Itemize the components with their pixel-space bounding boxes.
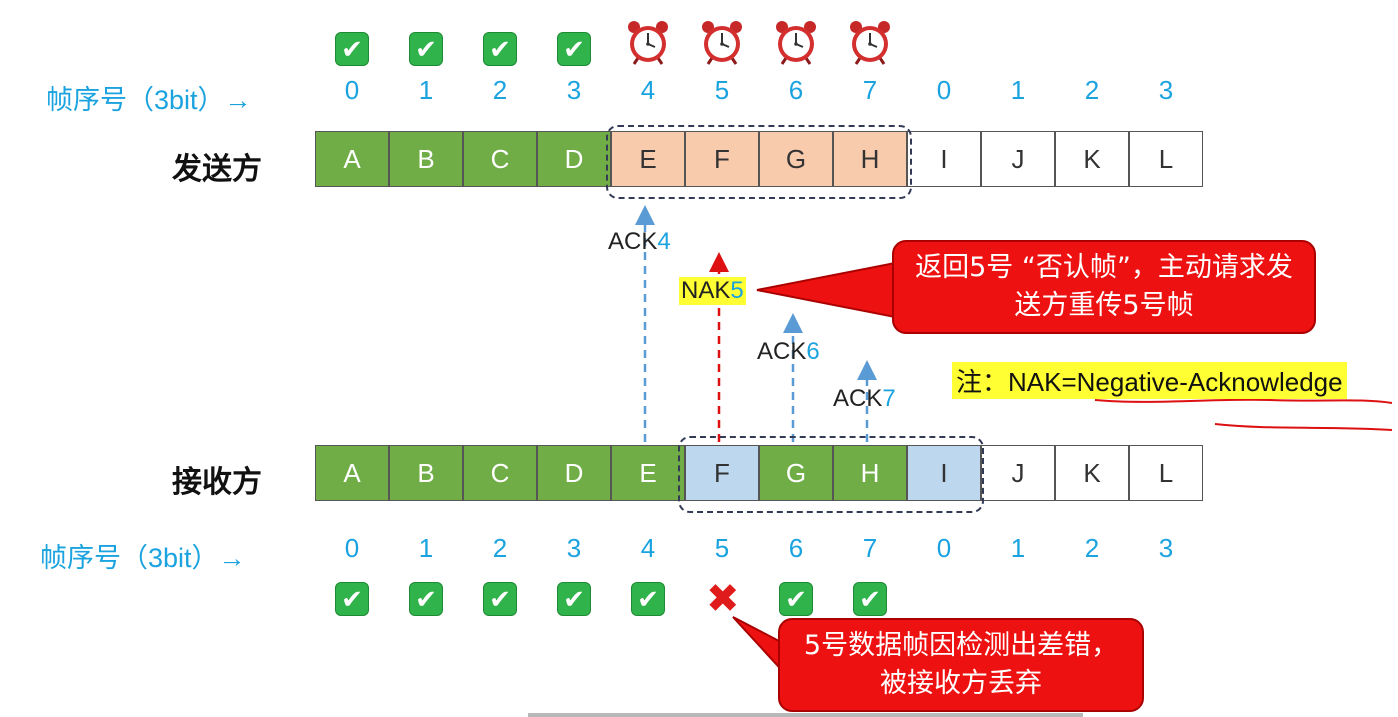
frame-cell: K xyxy=(1055,445,1129,501)
frame-cell: E xyxy=(611,131,685,187)
underline-stroke xyxy=(1094,398,1393,404)
frame-cell: L xyxy=(1129,445,1203,501)
seq-number: 7 xyxy=(862,75,878,105)
nak5-label: NAK5 xyxy=(679,277,746,305)
cross-icon: ✖ xyxy=(706,576,740,622)
frame-cell: C xyxy=(463,131,537,187)
sender-window xyxy=(606,125,912,199)
seq-number: 3 xyxy=(566,533,582,563)
seq-number: 0 xyxy=(936,75,952,105)
frame-cell: G xyxy=(759,131,833,187)
frame-cell: D xyxy=(537,445,611,501)
frame-cell: C xyxy=(463,445,537,501)
frame-cell: E xyxy=(611,445,685,501)
seq-number: 3 xyxy=(1158,75,1174,105)
frame-cell: I xyxy=(907,445,981,501)
seq-number: 4 xyxy=(640,533,656,563)
frame-cell: J xyxy=(981,131,1055,187)
seq-number: 1 xyxy=(1010,533,1026,563)
seq-number: 0 xyxy=(344,75,360,105)
alarm-clock-icon xyxy=(624,18,672,71)
nak-definition-note: 注：NAK=Negative-Acknowledge xyxy=(952,362,1347,399)
alarm-clock-icon xyxy=(772,18,820,71)
check-icon: ✔ xyxy=(335,582,369,616)
seq-number: 2 xyxy=(492,533,508,563)
seq-number: 0 xyxy=(936,533,952,563)
frame-cell: B xyxy=(389,131,463,187)
frame-cell: G xyxy=(759,445,833,501)
seq-number: 5 xyxy=(714,533,730,563)
sender-label: 发送方 xyxy=(172,152,262,187)
frame-cell: I xyxy=(907,131,981,187)
ack7-label: ACK7 xyxy=(833,385,896,412)
frame-cell: H xyxy=(833,131,907,187)
seq-number: 5 xyxy=(714,75,730,105)
seq-number: 1 xyxy=(418,75,434,105)
alarm-clock-icon xyxy=(846,18,894,71)
check-icon: ✔ xyxy=(853,582,887,616)
seq-number: 3 xyxy=(1158,533,1174,563)
ack6-label: ACK6 xyxy=(757,338,820,365)
check-icon: ✔ xyxy=(483,582,517,616)
frame-cell: A xyxy=(315,445,389,501)
frame-cell: F xyxy=(685,131,759,187)
progress-bar[interactable] xyxy=(528,713,1083,717)
frame-cell: K xyxy=(1055,131,1129,187)
frame-cell: L xyxy=(1129,131,1203,187)
check-icon: ✔ xyxy=(557,32,591,66)
ack4-label: ACK4 xyxy=(608,228,671,255)
seq-number: 1 xyxy=(418,533,434,563)
frame-cell: F xyxy=(685,445,759,501)
check-icon: ✔ xyxy=(409,582,443,616)
sender-seq-label: 帧序号（3bit）→ xyxy=(46,85,252,115)
check-icon: ✔ xyxy=(335,32,369,66)
seq-number: 6 xyxy=(788,75,804,105)
check-icon: ✔ xyxy=(483,32,517,66)
seq-number: 0 xyxy=(344,533,360,563)
check-icon: ✔ xyxy=(557,582,591,616)
check-icon: ✔ xyxy=(409,32,443,66)
receiver-label: 接收方 xyxy=(172,465,262,500)
check-icon: ✔ xyxy=(631,582,665,616)
seq-number: 1 xyxy=(1010,75,1026,105)
error-callout: 5号数据帧因检测出差错，被接收方丢弃 xyxy=(778,618,1144,712)
receiver-window xyxy=(678,436,984,513)
seq-number: 4 xyxy=(640,75,656,105)
receiver-seq-label: 帧序号（3bit）→ xyxy=(40,543,246,573)
seq-number: 3 xyxy=(566,75,582,105)
seq-number: 7 xyxy=(862,533,878,563)
frame-cell: D xyxy=(537,131,611,187)
frame-cell: B xyxy=(389,445,463,501)
frame-cell: A xyxy=(315,131,389,187)
seq-number: 2 xyxy=(492,75,508,105)
seq-number: 2 xyxy=(1084,75,1100,105)
seq-number: 6 xyxy=(788,533,804,563)
frame-cell: J xyxy=(981,445,1055,501)
nak-callout-pointer xyxy=(756,260,901,320)
underline-stroke xyxy=(1214,423,1393,431)
frame-cell: H xyxy=(833,445,907,501)
nak-callout: 返回5号 “否认帧”，主动请求发送方重传5号帧 xyxy=(892,240,1316,334)
check-icon: ✔ xyxy=(779,582,813,616)
alarm-clock-icon xyxy=(698,18,746,71)
seq-number: 2 xyxy=(1084,533,1100,563)
